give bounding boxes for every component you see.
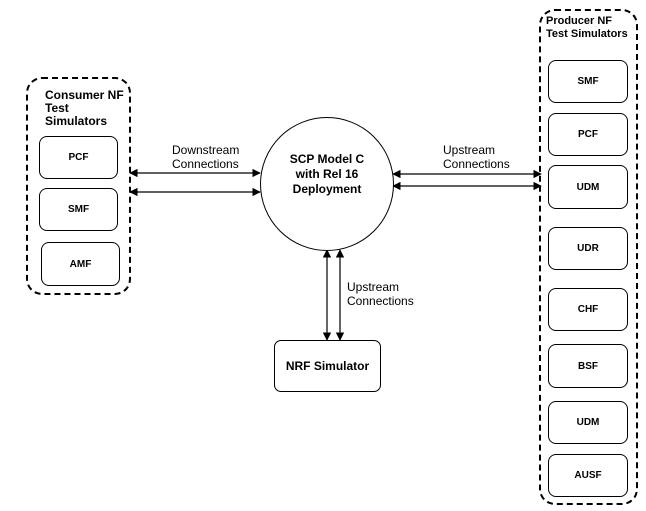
upstream-nrf-label-line: Connections <box>347 294 414 308</box>
consumer-title-line: Test <box>45 101 69 115</box>
upstream-producer-connections-label: Upstream Connections <box>443 143 510 171</box>
downstream-label-line: Downstream <box>172 143 240 157</box>
producer-nf-udm-2: UDM <box>548 401 628 444</box>
producer-title-line: Test Simulators <box>546 28 628 40</box>
upstream-producer-label-line: Upstream <box>443 143 496 157</box>
scp-label-line: with Rel 16 <box>295 166 359 181</box>
upstream-nrf-connections-label: Upstream Connections <box>347 280 414 308</box>
producer-nf-smf: SMF <box>548 60 628 103</box>
producer-nf-ausf: AUSF <box>548 454 628 497</box>
scp-node: SCP Model C with Rel 16 Deployment <box>260 117 394 251</box>
scp-label: SCP Model C with Rel 16 Deployment <box>272 152 382 197</box>
producer-group-title: Producer NF Test Simulators <box>546 15 628 41</box>
producer-nf-udr: UDR <box>548 227 628 270</box>
consumer-title-line: Consumer NF <box>45 88 124 102</box>
consumer-nf-smf: SMF <box>39 188 118 231</box>
producer-group <box>539 9 638 505</box>
scp-label-line: SCP Model C <box>289 151 365 166</box>
upstream-producer-label-line: Connections <box>443 157 510 171</box>
consumer-nf-amf: AMF <box>41 242 120 286</box>
scp-label-line: Deployment <box>292 181 362 196</box>
producer-nf-pcf: PCF <box>548 113 628 156</box>
upstream-nrf-label-line: Upstream <box>347 280 400 294</box>
consumer-nf-pcf: PCF <box>39 136 118 179</box>
consumer-title-line: Simulators <box>45 114 108 128</box>
producer-title-line: Producer NF <box>546 15 613 27</box>
producer-nf-chf: CHF <box>548 288 628 331</box>
producer-nf-bsf: BSF <box>548 344 628 388</box>
consumer-group <box>26 77 131 295</box>
producer-nf-udm: UDM <box>548 165 628 209</box>
downstream-connections-label: Downstream Connections <box>172 143 239 171</box>
downstream-label-line: Connections <box>172 157 239 171</box>
nrf-simulator-node: NRF Simulator <box>274 340 381 392</box>
consumer-group-title: Consumer NF Test Simulators <box>45 89 124 128</box>
